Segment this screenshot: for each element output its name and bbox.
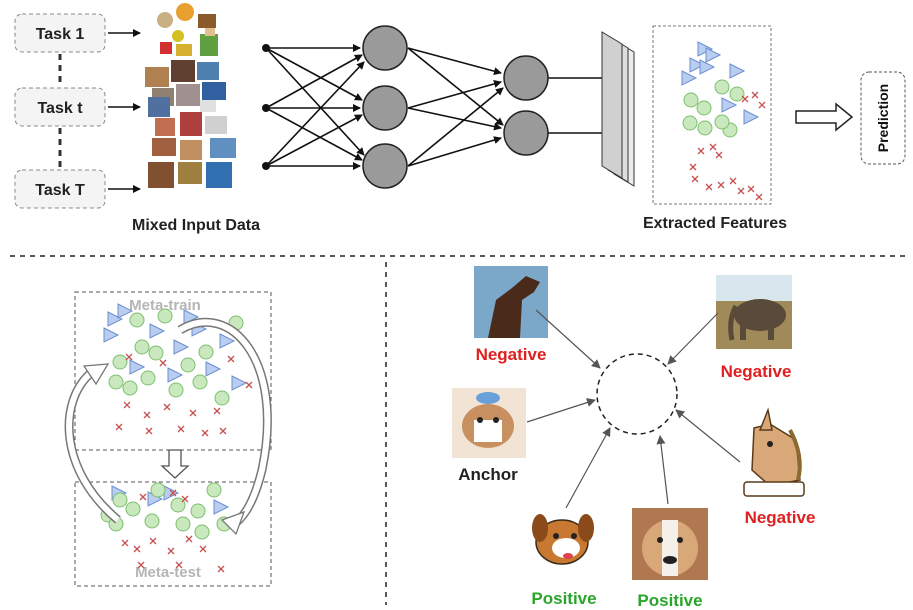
extracted-features-caption: Extracted Features <box>643 215 787 232</box>
hidden-neuron <box>362 25 408 71</box>
task-box-t: Task t <box>14 87 106 127</box>
positive-cartoon-dog <box>532 514 594 565</box>
meta-test-label: Meta-test <box>135 564 201 581</box>
hidden-neuron <box>503 55 549 101</box>
mixed-input-caption: Mixed Input Data <box>132 217 260 234</box>
input-node <box>262 44 270 52</box>
negative-label-3: Negative <box>745 508 816 527</box>
connector-arrow <box>526 398 596 423</box>
prediction-box: Prediction <box>860 71 906 165</box>
neural-network <box>262 25 602 189</box>
meta-test-box: Meta-test <box>74 481 272 587</box>
mixed-input-image-collage <box>145 3 236 188</box>
input-node <box>262 162 270 170</box>
anchor-dog-photo <box>452 388 526 458</box>
extracted-features-box <box>652 25 772 205</box>
task-box-T: Task T <box>14 169 106 209</box>
feature-layer-stack <box>601 31 635 187</box>
task-label-t: Task t <box>37 100 83 117</box>
hidden-neuron <box>503 110 549 156</box>
positive-label-2: Positive <box>637 591 702 610</box>
embedding-center-circle <box>596 353 678 435</box>
negative-label-1: Negative <box>476 345 547 364</box>
connector-arrow <box>535 309 601 369</box>
task-label-1: Task 1 <box>36 26 85 43</box>
positive-dog-photo <box>632 508 708 580</box>
anchor-label: Anchor <box>458 465 518 484</box>
task-box-1: Task 1 <box>14 13 106 53</box>
connector-arrow <box>656 435 669 505</box>
meta-train-label: Meta-train <box>129 297 201 314</box>
negative-cartoon-horse <box>743 407 805 497</box>
connector-arrow <box>675 409 741 463</box>
positive-label-1: Positive <box>531 589 596 608</box>
task-label-T: Task T <box>35 182 85 199</box>
prediction-arrow <box>795 102 854 132</box>
prediction-label: Prediction <box>875 84 891 152</box>
hidden-neuron <box>362 85 408 131</box>
connector-arrow <box>565 427 611 509</box>
connector-arrow <box>667 312 719 365</box>
negative-horse-photo <box>474 266 548 338</box>
network-edges <box>265 44 602 170</box>
negative-elephant-photo <box>716 275 792 349</box>
input-node <box>262 104 270 112</box>
meta-train-box: Meta-train <box>74 291 272 451</box>
meta-down-arrow <box>160 449 190 479</box>
negative-label-2: Negative <box>721 362 792 381</box>
hidden-neuron <box>362 143 408 189</box>
